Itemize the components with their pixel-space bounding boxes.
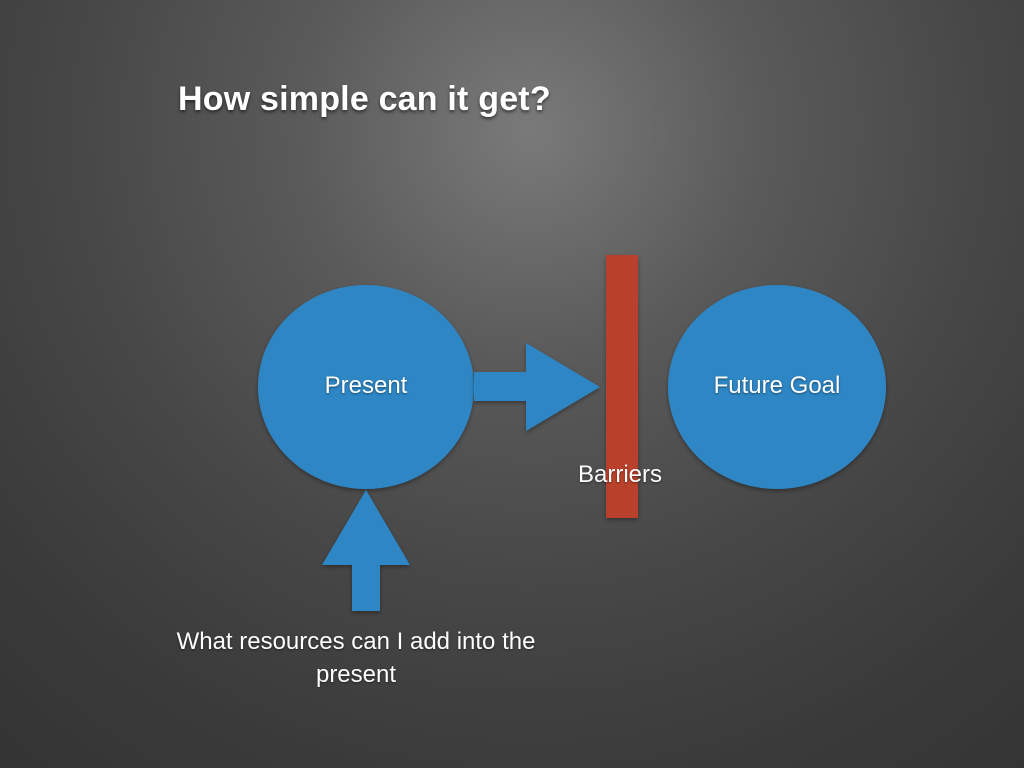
- resources-label: What resources can I add into the presen…: [176, 628, 536, 688]
- barrier-bar: [606, 255, 638, 518]
- resources-arrow: [322, 490, 410, 611]
- barrier-label: Barriers: [577, 461, 662, 488]
- present-to-barrier-arrow: [474, 343, 600, 431]
- future-goal-circle: [668, 285, 886, 489]
- future-goal-label: Future Goal: [713, 372, 841, 399]
- present-label: Present: [324, 372, 408, 399]
- slide-title: How simple can it get?: [178, 80, 551, 118]
- present-circle: [258, 285, 474, 489]
